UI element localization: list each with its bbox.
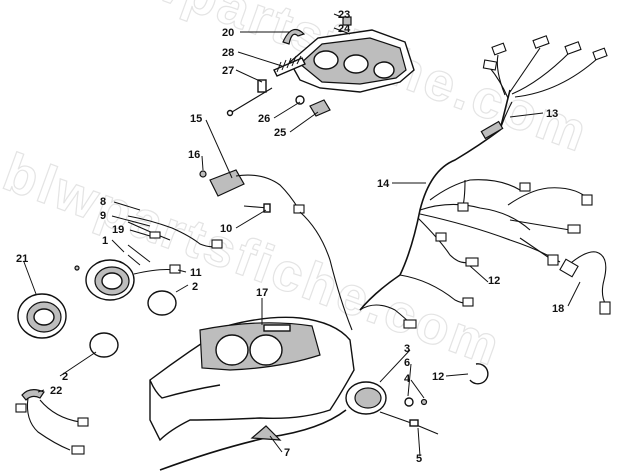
gauge-ring-lower <box>89 332 119 358</box>
callout-25: 25 <box>274 127 286 139</box>
bulb-socket-part <box>257 79 267 93</box>
bulb-part <box>295 95 305 105</box>
callout-17: 17 <box>256 287 268 299</box>
callout-28: 28 <box>222 47 234 59</box>
speedometer-gauge <box>74 215 223 301</box>
clip-part <box>342 16 352 26</box>
leader-lines <box>23 13 581 457</box>
callout-15: 15 <box>190 113 202 125</box>
hose-clamp-part <box>469 363 489 385</box>
callout-23: 23 <box>338 9 350 21</box>
decal-part <box>250 425 282 441</box>
callout-21: 21 <box>16 253 28 265</box>
callout-12-lower: 12 <box>432 371 444 383</box>
callout-6: 6 <box>404 357 410 369</box>
callout-22: 22 <box>50 385 62 397</box>
callout-9: 9 <box>100 210 106 222</box>
callout-labels: 20 23 24 28 27 26 25 13 14 15 16 10 8 9 … <box>16 9 564 465</box>
callout-4: 4 <box>404 373 411 385</box>
callout-1: 1 <box>102 235 108 247</box>
callout-2-upper: 2 <box>192 281 198 293</box>
tachometer-gauge <box>15 293 89 455</box>
lower-gauge <box>159 381 439 471</box>
callout-20: 20 <box>222 27 234 39</box>
callout-19: 19 <box>112 224 124 236</box>
instrument-console <box>149 316 355 442</box>
callout-7: 7 <box>284 447 290 459</box>
callout-10: 10 <box>220 223 232 235</box>
wiring-harness <box>359 35 611 329</box>
callout-16: 16 <box>188 149 200 161</box>
callout-2-lower: 2 <box>62 371 68 383</box>
socket-part <box>309 99 331 117</box>
mounting-bracket <box>199 169 353 331</box>
gauge-ring-upper <box>147 290 177 316</box>
callout-18: 18 <box>552 303 564 315</box>
callout-24: 24 <box>338 23 351 35</box>
callout-13: 13 <box>546 108 558 120</box>
callout-3: 3 <box>404 343 410 355</box>
callout-12-upper: 12 <box>488 275 500 287</box>
callout-11: 11 <box>190 267 202 279</box>
callout-14: 14 <box>377 178 390 190</box>
tail-light-assembly <box>226 16 415 117</box>
callout-27: 27 <box>222 65 234 77</box>
callout-26: 26 <box>258 113 270 125</box>
callout-5: 5 <box>416 453 422 465</box>
callout-8: 8 <box>100 196 106 208</box>
